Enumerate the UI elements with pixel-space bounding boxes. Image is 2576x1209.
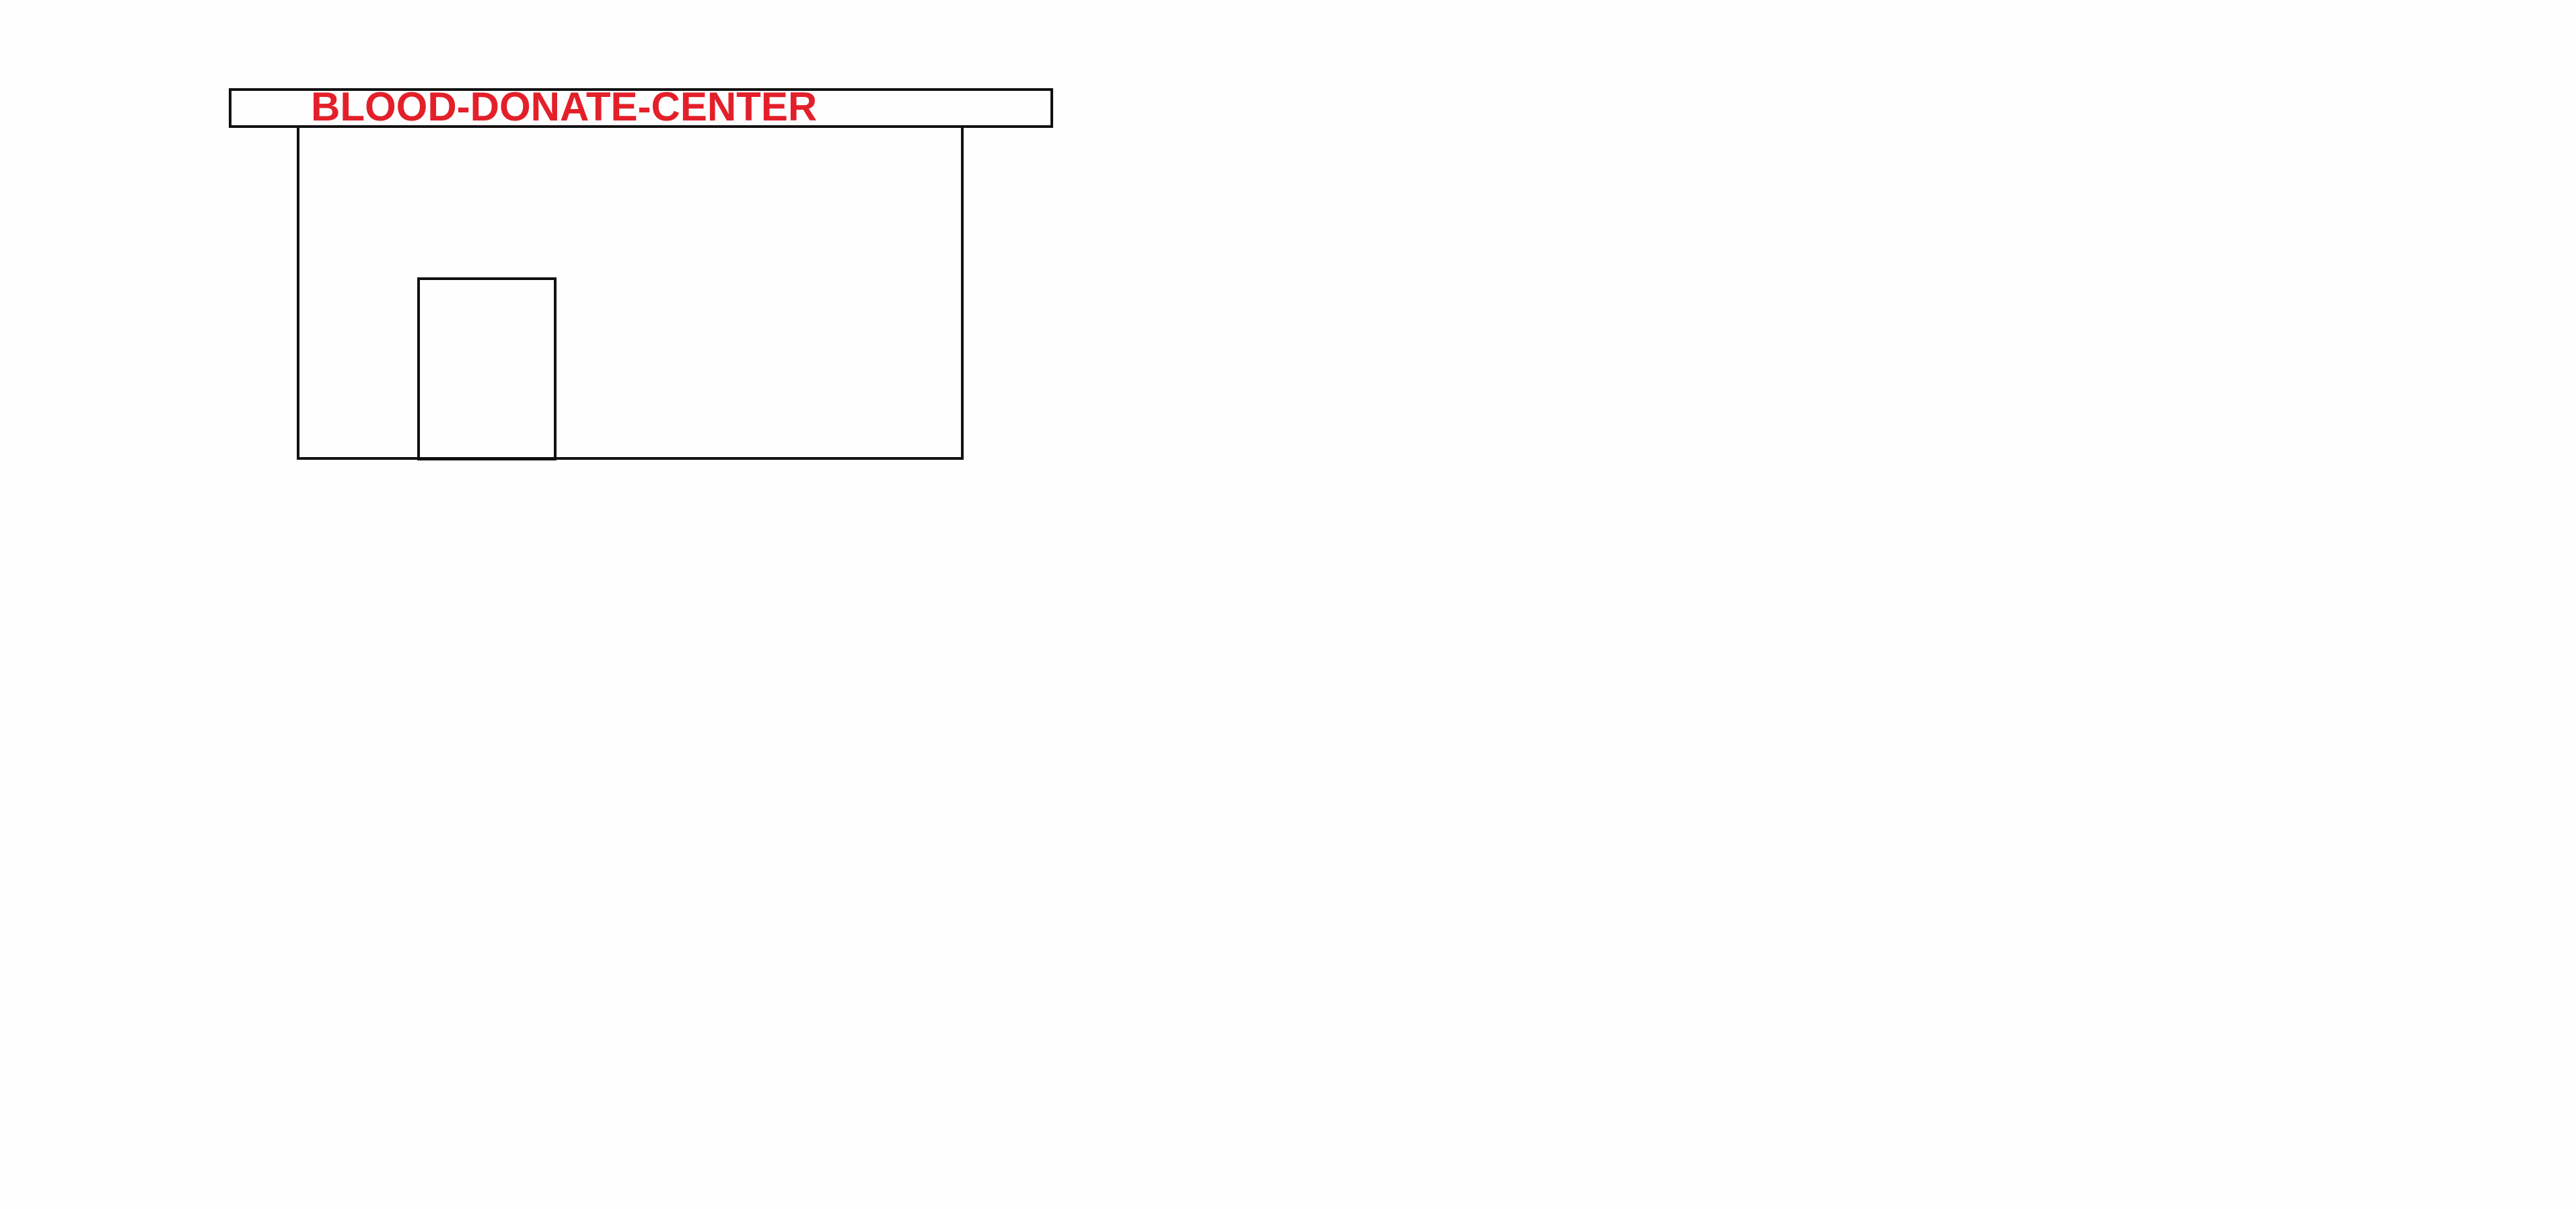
building-door xyxy=(417,277,557,460)
sign-label: BLOOD-DONATE-CENTER xyxy=(311,84,818,129)
building-outline xyxy=(297,125,964,460)
sign-board xyxy=(229,88,1053,128)
